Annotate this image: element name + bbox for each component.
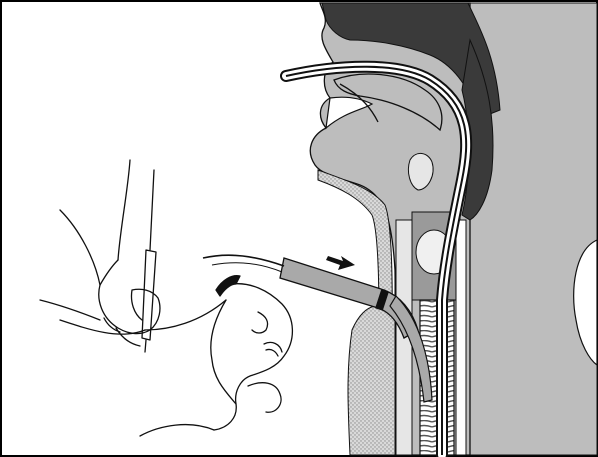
neck-tissue-dots (348, 306, 395, 455)
esophagus (456, 220, 466, 455)
